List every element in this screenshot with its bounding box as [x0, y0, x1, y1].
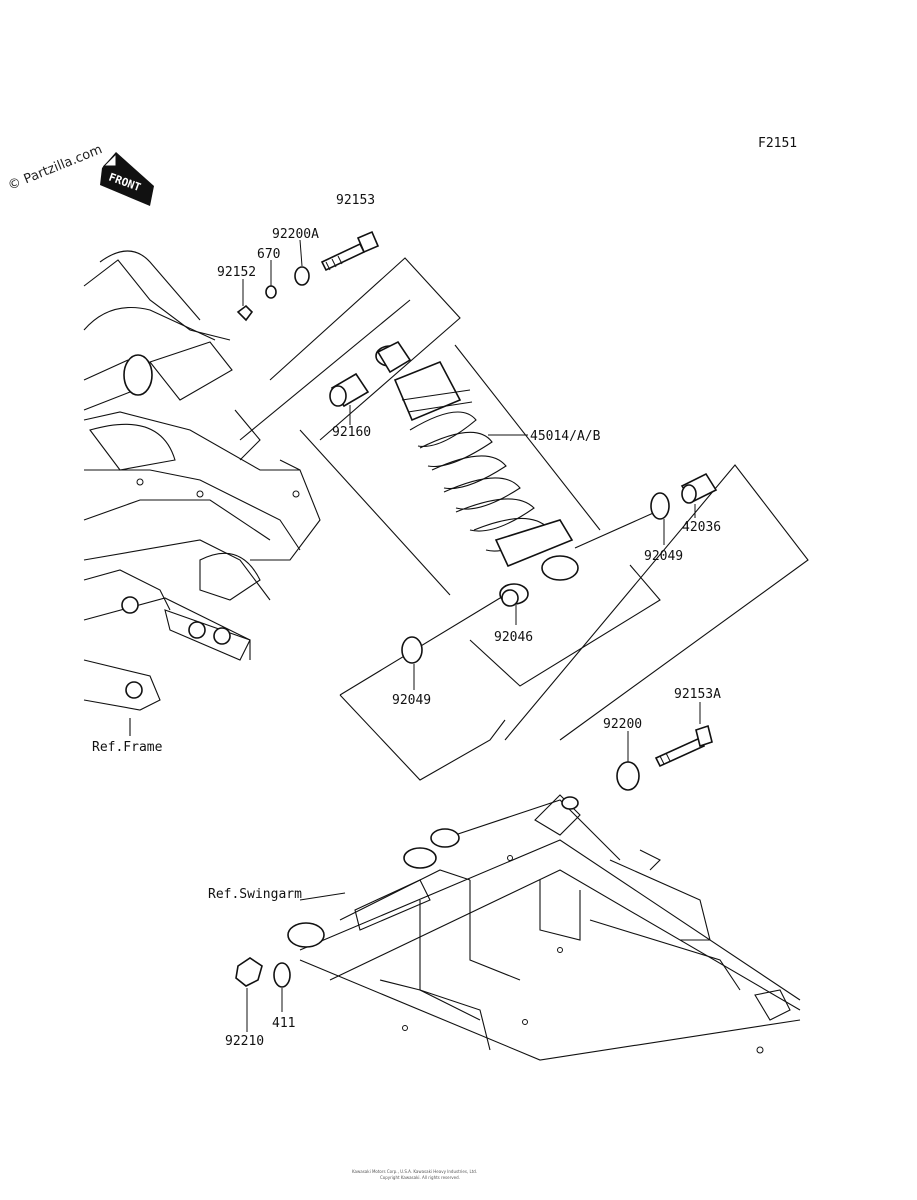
label-part-92152: 92152	[217, 265, 256, 280]
footer-copyright-1: Kawasaki Motors Corp., U.S.A. Kawasaki H…	[352, 1169, 477, 1174]
front-arrow-icon: FRONT	[100, 152, 154, 206]
seal-92049-upper-icon	[650, 492, 670, 520]
label-part-92046: 92046	[494, 630, 533, 645]
label-part-92049-upper: 92049	[644, 549, 683, 564]
washer-411-icon	[273, 962, 291, 988]
label-part-92160: 92160	[332, 425, 371, 440]
bolt-92153-icon	[320, 230, 380, 272]
bearing-92046-icon	[499, 583, 529, 607]
washer-92200-icon	[616, 761, 640, 791]
seal-92049-lower-icon	[401, 636, 423, 664]
shock-absorber-45014-icon	[393, 360, 579, 581]
label-part-411: 411	[272, 1016, 295, 1031]
nut-92152-icon	[236, 304, 254, 322]
label-part-92049-lower: 92049	[392, 693, 431, 708]
label-part-42036: 42036	[682, 520, 721, 535]
collar-42036-icon	[680, 472, 718, 504]
frame-illustration: Ref.Frame	[83, 250, 321, 755]
bushing-92160-icon	[329, 340, 412, 408]
bolt-92153a-icon	[654, 724, 713, 768]
label-part-45014: 45014/A/B	[530, 429, 601, 444]
footer-copyright-2: Copyright Kawasaki. All rights reserved.	[380, 1175, 460, 1180]
label-part-670: 670	[257, 247, 280, 262]
nut-92210-icon	[235, 957, 263, 987]
label-part-92210: 92210	[225, 1034, 264, 1049]
label-part-92200: 92200	[603, 717, 642, 732]
washer-92200a-icon	[294, 266, 310, 286]
swingarm-illustration: Ref.Swingarm	[208, 794, 801, 1061]
callout-leaders	[242, 239, 701, 1032]
label-part-92200a: 92200A	[272, 227, 319, 242]
ref-swingarm-label: Ref.Swingarm	[208, 887, 302, 902]
leader-boxes	[239, 257, 809, 781]
ring-670-icon	[265, 285, 277, 299]
label-part-92153: 92153	[336, 193, 375, 208]
figure-code: F2151	[758, 136, 797, 151]
label-part-92153a: 92153A	[674, 687, 721, 702]
watermark: © Partzilla.com	[6, 142, 105, 193]
ref-frame-label: Ref.Frame	[92, 740, 163, 755]
